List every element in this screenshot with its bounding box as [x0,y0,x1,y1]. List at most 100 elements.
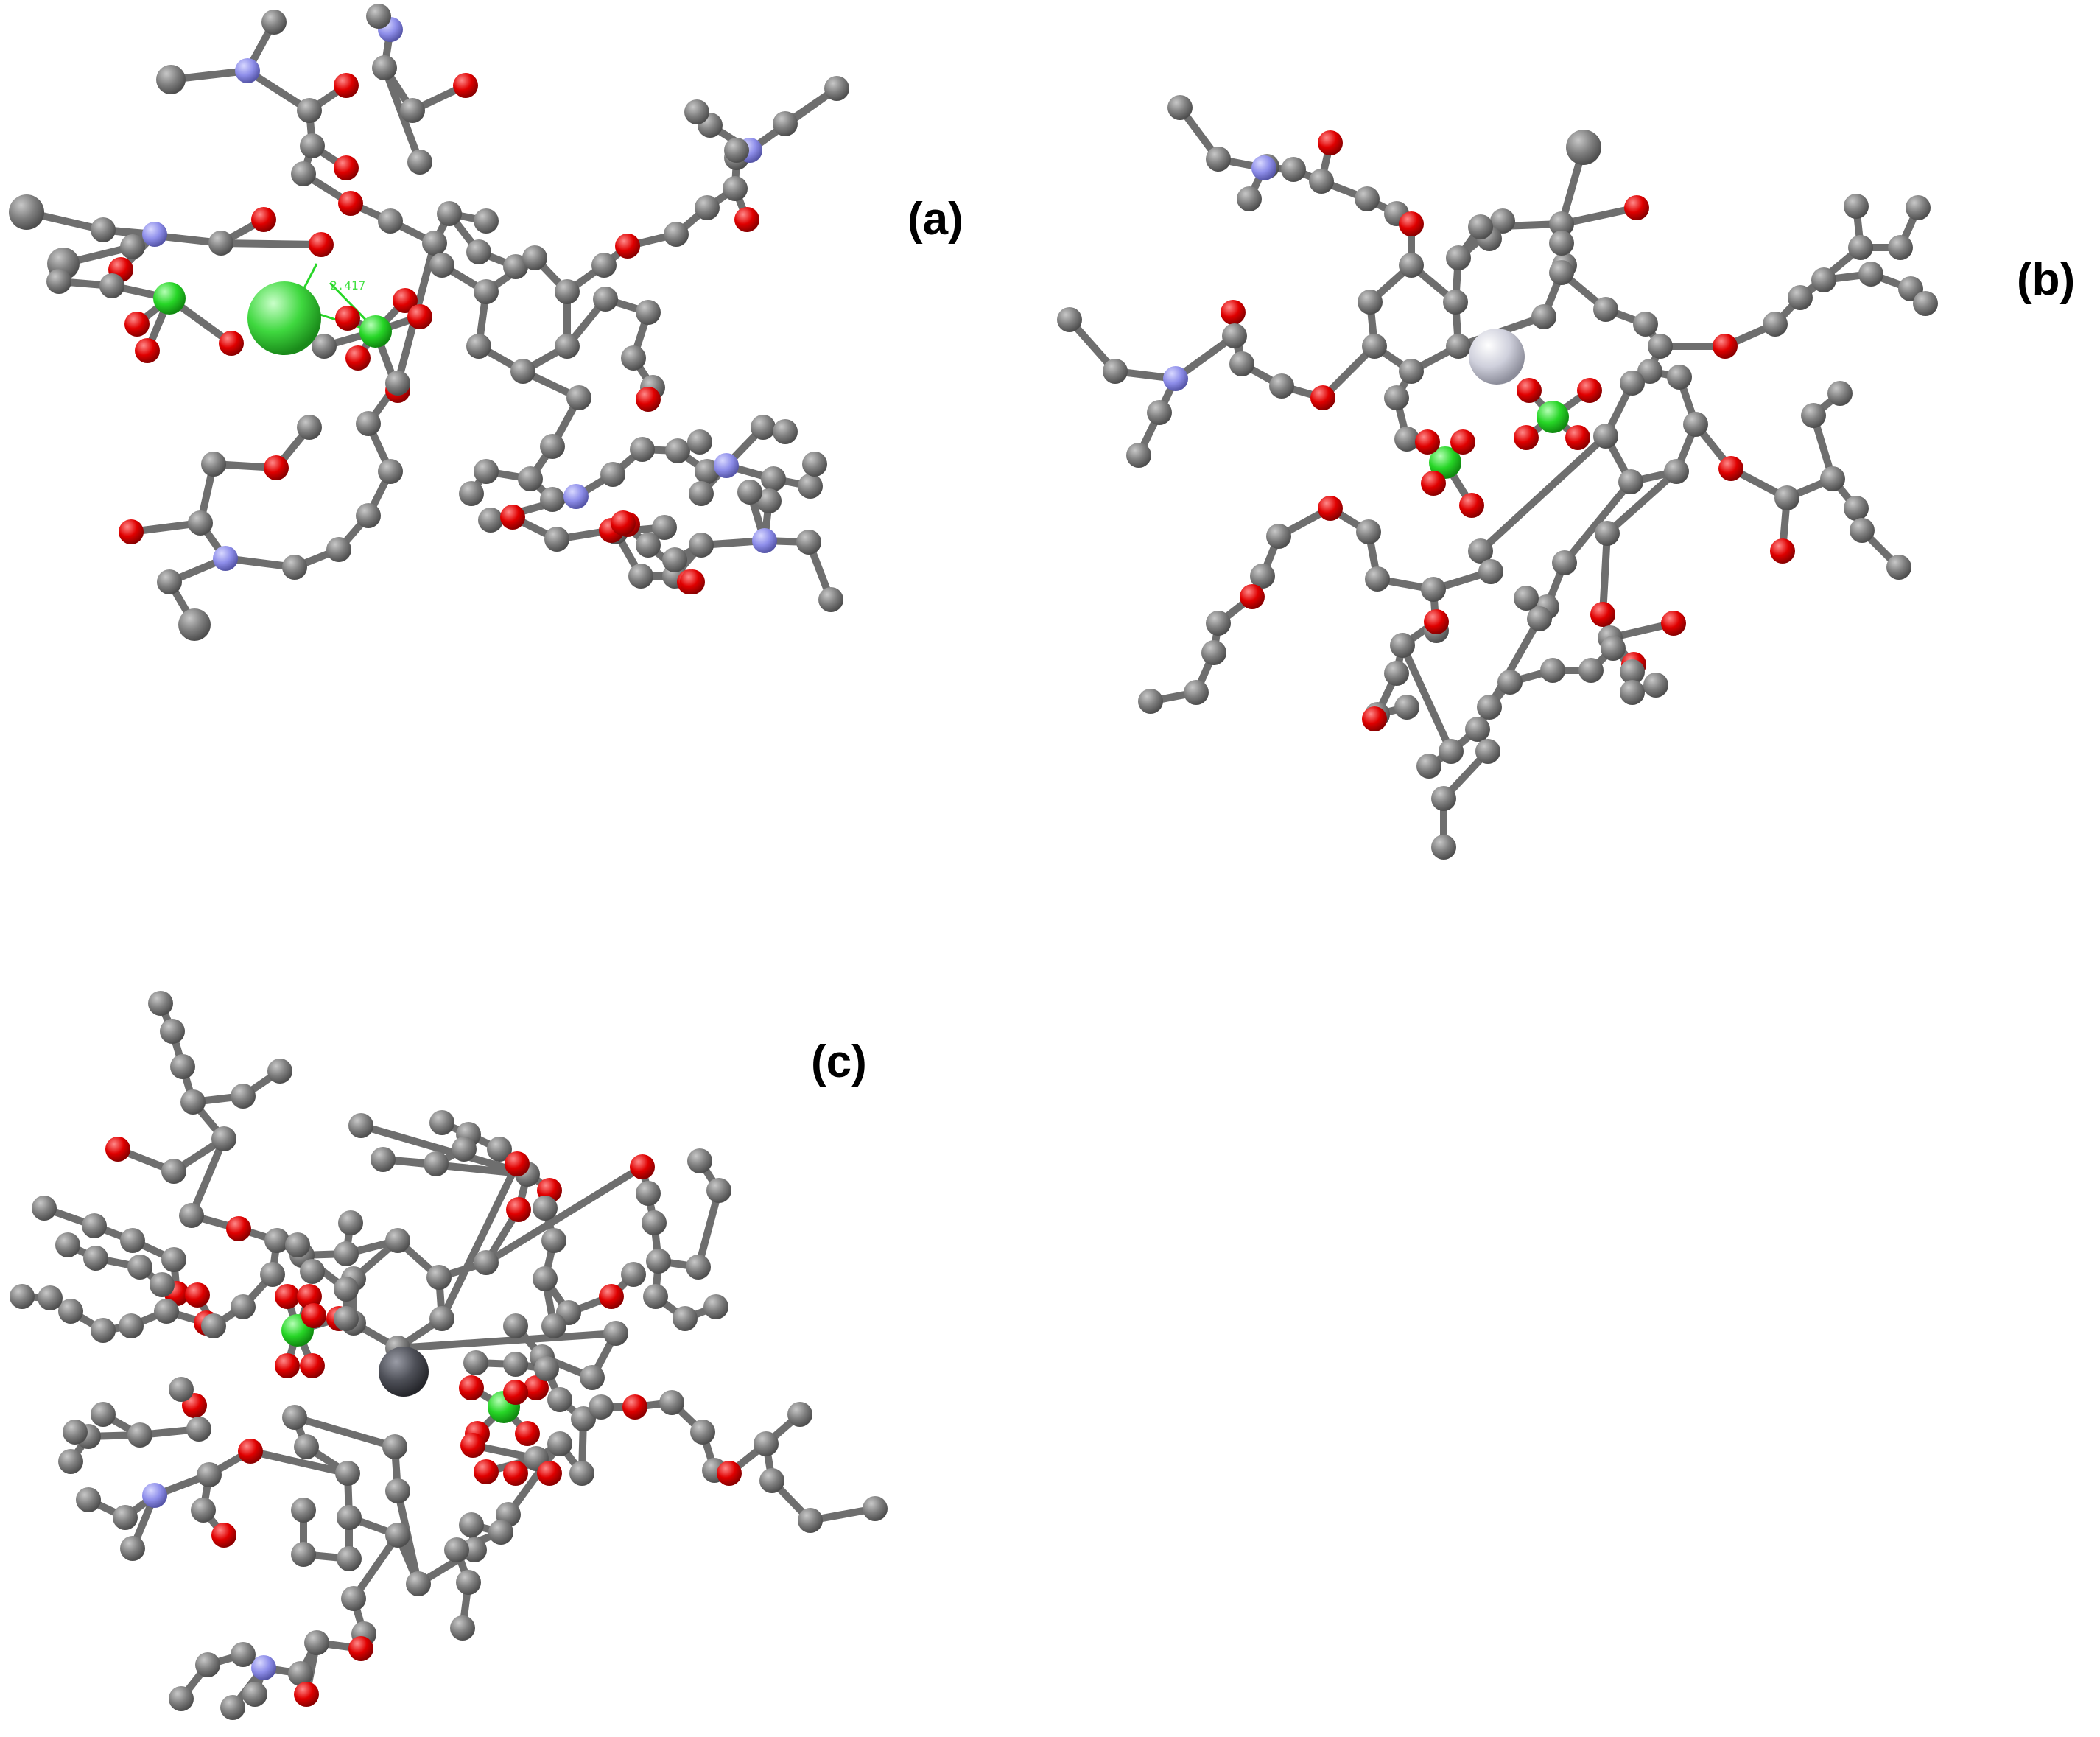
carbon-atom [1103,359,1128,384]
carbon-atom [541,1228,566,1253]
carbon-atom [1384,385,1409,410]
carbon-atom [371,1147,396,1172]
carbon-atom [99,273,124,298]
carbon-atom [1820,466,1845,491]
carbon-atom [818,587,843,612]
carbon-atom [407,150,432,175]
carbon-atom [1913,291,1938,316]
carbon-atom [1664,459,1689,484]
carbon-atom [1222,323,1247,348]
carbon-atom [452,1137,477,1162]
carbon-atom [424,1151,449,1176]
oxygen-atom [264,455,289,480]
carbon-atom [571,1406,596,1431]
carbon-atom [690,1420,715,1445]
carbon-atom [547,1387,572,1412]
oxygen-atom [393,288,418,313]
oxygen-atom [1624,195,1649,220]
carbon-atom [534,1356,559,1381]
metal-ion [1469,329,1525,385]
oxygen-atom [345,345,371,371]
carbon-atom [208,231,233,256]
nitrogen-atom [142,222,167,247]
carbon-atom [429,253,454,278]
carbon-atom [429,1110,454,1135]
carbon-atom [1421,577,1446,602]
bond [217,239,325,248]
carbon-atom [569,1461,594,1486]
carbon-atom [540,487,565,512]
carbon-atom [1446,334,1471,359]
bond [1561,478,1634,566]
carbon-atom [385,1478,410,1503]
carbon-atom [603,1321,628,1346]
oxygen-atom [1450,429,1475,455]
carbon-atom [659,1390,684,1415]
carbon-atom [1237,186,1262,211]
nitrogen-atom [1251,155,1276,180]
carbon-atom [231,1642,256,1667]
oxygen-atom [524,1375,549,1400]
oxygen-atom [300,1353,325,1378]
oxygen-atom [251,207,276,232]
carbon-atom [798,1508,823,1533]
oxygen-atom [334,73,359,98]
oxygen-atom [297,1284,322,1309]
oxygen-atom [474,1459,499,1484]
carbon-atom [282,555,307,580]
carbon-atom [1362,334,1387,359]
carbon-atom [197,1462,222,1487]
oxygen-atom [1221,300,1246,325]
oxygen-atom [275,1353,300,1378]
carbon-atom [1355,186,1380,211]
oxygen-atom [537,1461,562,1486]
carbon-atom [664,222,689,247]
carbon-atom [665,438,690,463]
carbon-atom [1250,564,1275,589]
carbon-atom [1416,754,1441,779]
carbon-atom [150,1272,175,1297]
carbon-atom [1643,673,1668,698]
carbon-atom [1801,403,1826,428]
carbon-atom [1858,262,1883,287]
carbon-atom [1848,235,1873,260]
carbon-atom [160,1019,185,1044]
carbon-atom [462,1537,487,1562]
carbon-atom [83,1246,108,1271]
carbon-atom [186,1417,211,1442]
carbon-atom [1566,130,1601,165]
carbon-atom [356,411,381,436]
carbon-atom [113,1505,138,1530]
carbon-atom [211,1126,236,1151]
carbon-atom [1399,359,1424,384]
carbon-atom [1620,371,1645,396]
oxygen-atom [1399,211,1424,236]
carbon-atom [689,533,714,558]
carbon-atom [589,1394,614,1420]
bond [695,1187,723,1271]
carbon-atom [1549,260,1574,285]
carbon-atom [456,1570,481,1595]
carbon-atom [1281,157,1306,182]
carbon-atom [304,1630,329,1655]
carbon-atom [580,1365,605,1390]
oxygen-atom [1517,378,1542,403]
oxygen-atom [680,569,705,594]
oxygen-atom [135,338,160,363]
carbon-atom [201,452,226,477]
carbon-atom [474,459,499,484]
metal-ion [379,1347,429,1397]
carbon-atom [555,334,580,359]
carbon-atom [450,1615,475,1640]
oxygen-atom [460,1433,485,1458]
carbon-atom [1184,680,1209,705]
oxygen-atom [275,1284,300,1309]
carbon-atom [297,415,322,440]
carbon-atom [161,1159,186,1184]
carbon-atom [1468,538,1493,564]
carbon-atom [1266,524,1291,549]
carbon-atom [1384,661,1409,686]
carbon-atom [621,345,646,371]
carbon-atom [294,1434,319,1459]
